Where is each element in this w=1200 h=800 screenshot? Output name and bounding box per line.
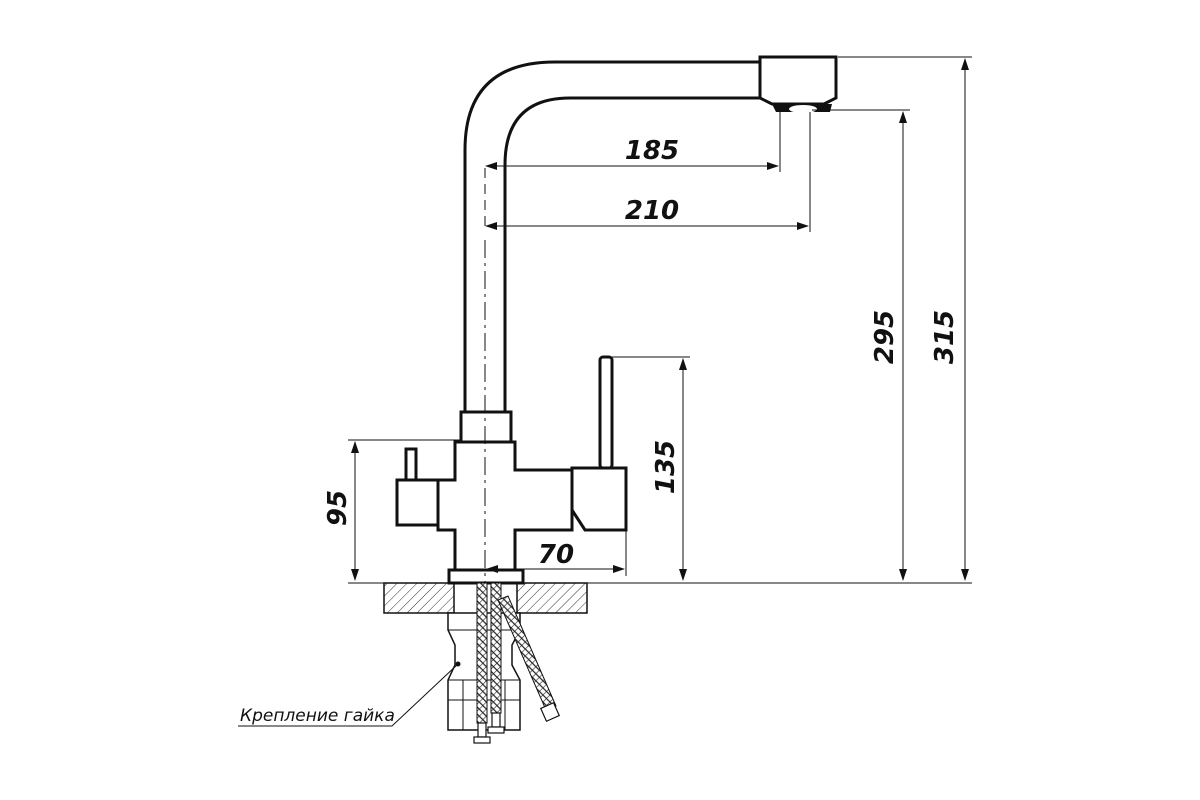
dim-315-label: 315 [930,310,960,364]
aerator [758,55,838,113]
dim-210-label: 210 [625,196,679,226]
spout [463,60,760,412]
dim-70-label: 70 [538,540,574,570]
countertop-section [348,582,620,614]
dimension-lines [238,56,972,727]
dim-185-label: 185 [625,136,679,166]
supply-hoses [473,582,561,744]
dim-95-label: 95 [323,490,353,526]
mounting-nut-label: Крепление гайка [240,706,395,726]
dim-135-label: 135 [651,440,681,494]
dim-295-label: 295 [870,310,900,364]
